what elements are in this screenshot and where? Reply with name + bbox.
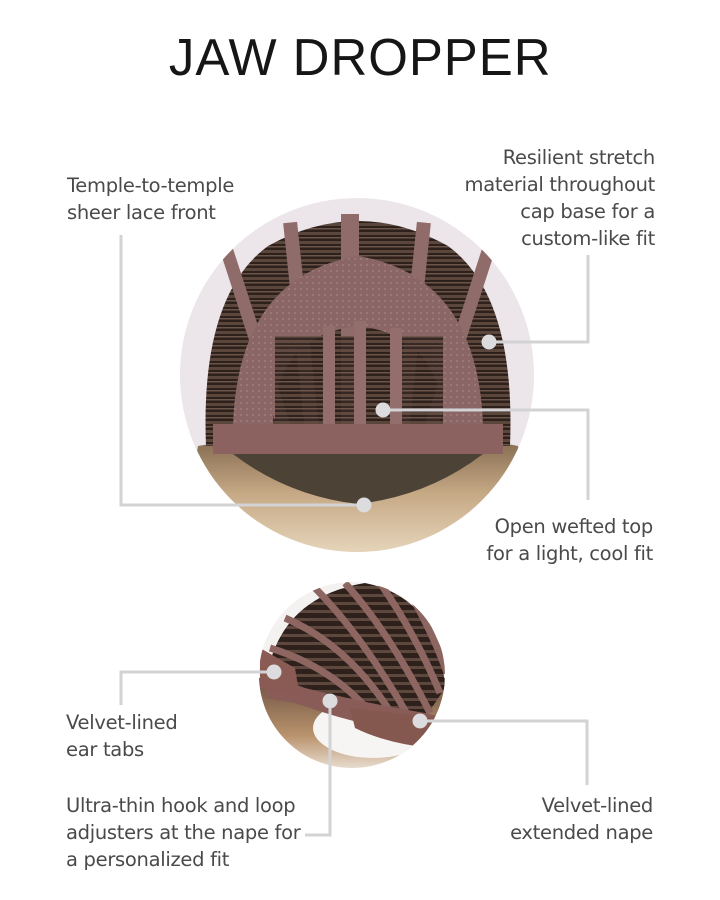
callout-line: material throughout (464, 173, 656, 196)
dot-lace-front (356, 497, 372, 513)
callout-lace-front: Temple-to-temple sheer lace front (67, 172, 234, 226)
dot-extended-nape (412, 713, 428, 729)
dot-wefted-top (375, 402, 391, 418)
callout-wefted-top: Open wefted top for a light, cool fit (486, 513, 653, 567)
callout-line: Velvet-lined (66, 711, 178, 734)
connector-stretch-material (489, 255, 590, 344)
callout-line: extended nape (510, 821, 653, 844)
connector-extended-nape (420, 719, 589, 785)
callout-adjusters: Ultra-thin hook and loop adjusters at th… (66, 792, 301, 873)
callout-line: cap base for a (520, 200, 655, 223)
callout-line: sheer lace front (67, 201, 216, 224)
wig-cap-front-photo (180, 198, 534, 552)
callout-line: a personalized fit (66, 848, 230, 871)
wig-cap-back-photo (259, 582, 445, 768)
connector-wefted-top (383, 408, 590, 500)
callout-line: custom-like fit (521, 227, 655, 250)
connector-lace-front (119, 235, 364, 507)
dot-stretch-material (481, 334, 497, 350)
connector-ear-tabs (119, 670, 274, 705)
dot-ear-tabs (266, 664, 282, 680)
callout-stretch-material: Resilient stretch material throughout ca… (464, 144, 656, 252)
title-text: JAW DROPPER (168, 29, 552, 87)
callout-line: Resilient stretch (502, 146, 656, 169)
callout-line: ear tabs (66, 738, 144, 761)
callout-line: adjusters at the nape for (66, 821, 301, 844)
callout-line: Ultra-thin hook and loop (66, 794, 296, 817)
connector-adjusters (305, 701, 332, 837)
page-title: JAW DROPPER (0, 28, 720, 88)
callout-ear-tabs: Velvet-lined ear tabs (66, 709, 178, 763)
callout-extended-nape: Velvet-lined extended nape (510, 792, 653, 846)
callout-line: Open wefted top (494, 515, 654, 538)
callout-line: Velvet-lined (541, 794, 654, 817)
dot-adjusters (322, 693, 338, 709)
callout-line: Temple-to-temple (67, 174, 235, 197)
callout-line: for a light, cool fit (486, 542, 653, 565)
